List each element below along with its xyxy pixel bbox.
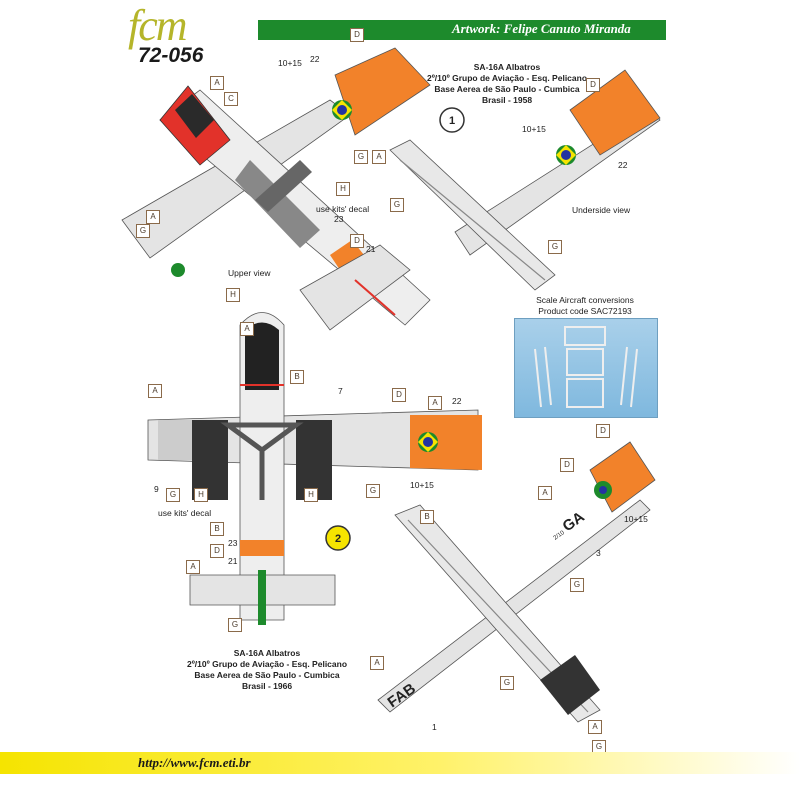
- scheme2-under-aircraft: [377, 441, 656, 723]
- callout-21: 21: [228, 556, 238, 566]
- callout-g: G: [354, 150, 368, 164]
- scheme1-caption-line3: Base Aerea de São Paulo - Cumbica: [434, 84, 580, 94]
- callout-a: A: [370, 656, 384, 670]
- callout-a: A: [148, 384, 162, 398]
- scheme1-caption-line4: Brasil - 1958: [481, 95, 533, 105]
- scheme2-caption-line3: Base Aerea de São Paulo - Cumbica: [194, 670, 340, 680]
- unit-marking: 2/10: [553, 530, 567, 542]
- callout-3: 3: [596, 548, 601, 558]
- scheme2-caption-line4: Brasil - 1966: [241, 681, 293, 691]
- callout-22: 22: [452, 396, 462, 406]
- underside-view-label: Underside view: [572, 205, 631, 215]
- ga-marking: GA: [560, 508, 588, 535]
- callout-a: A: [240, 322, 254, 336]
- conversion-text: Scale Aircraft conversions Product code …: [490, 295, 680, 317]
- scheme2-caption: SA-16A Albatros 2º/10º Grupo de Aviação …: [162, 648, 372, 692]
- callout-a: A: [146, 210, 160, 224]
- callout-g: G: [366, 484, 380, 498]
- callout-22: 22: [310, 54, 320, 64]
- callout-a: A: [210, 76, 224, 90]
- conversion-line2: Product code SAC72193: [538, 306, 632, 316]
- brand-logo: fcm: [128, 1, 188, 50]
- callout-10-15: 10+15: [522, 124, 546, 134]
- scheme1-number: 1: [449, 115, 455, 127]
- callout-g: G: [570, 578, 584, 592]
- scheme1-upper-aircraft: [121, 47, 431, 331]
- conversion-parts-drawing: [534, 326, 638, 408]
- callout-21: 21: [366, 244, 376, 254]
- callout-g: G: [136, 224, 150, 238]
- callout-b: B: [290, 370, 304, 384]
- callout-d: D: [350, 28, 364, 42]
- callout-23: 23: [334, 214, 344, 224]
- callout-b: B: [420, 510, 434, 524]
- artwork-label: Artwork:: [452, 21, 501, 36]
- callout-10-15: 10+15: [410, 480, 434, 490]
- scheme1-caption-line2: 2º/10º Grupo de Aviação - Esq. Pelicano: [426, 73, 588, 83]
- callout-a: A: [428, 396, 442, 410]
- callout-a: A: [372, 150, 386, 164]
- callout-d: D: [392, 388, 406, 402]
- scheme2-upper-aircraft: [147, 312, 482, 625]
- callout-h: H: [336, 182, 350, 196]
- callout-d: D: [350, 234, 364, 248]
- scheme1-under-aircraft: [389, 69, 661, 291]
- upper-view-label: Upper view: [228, 268, 271, 278]
- callout-g: G: [166, 488, 180, 502]
- callout-22: 22: [618, 160, 628, 170]
- callout-g: G: [500, 676, 514, 690]
- callout-d: D: [586, 78, 600, 92]
- callout-d: D: [596, 424, 610, 438]
- scheme2-kits-note: use kits' decal: [158, 508, 212, 518]
- callout-10-15: 10+15: [624, 514, 648, 524]
- callout-23: 23: [228, 538, 238, 548]
- artwork-credit: Artwork: Felipe Canuto Miranda: [452, 21, 631, 37]
- callout-d: D: [560, 458, 574, 472]
- callout-d: D: [210, 544, 224, 558]
- conversion-line1: Scale Aircraft conversions: [536, 295, 634, 305]
- scheme2-caption-line1: SA-16A Albatros: [233, 648, 301, 658]
- footer-bar: [0, 752, 800, 774]
- callout-b: B: [210, 522, 224, 536]
- callout-c: C: [224, 92, 238, 106]
- callout-g: G: [228, 618, 242, 632]
- callout-g: G: [390, 198, 404, 212]
- callout-1: 1: [432, 722, 437, 732]
- callout-10-15: 10+15: [278, 58, 302, 68]
- callout-h: H: [226, 288, 240, 302]
- product-code: 72-056: [138, 44, 204, 67]
- scheme1-kits-note: use kits' decal: [316, 204, 370, 214]
- scheme1-caption: SA-16A Albatros 2º/10º Grupo de Aviação …: [402, 62, 612, 106]
- scheme2-number: 2: [335, 533, 341, 545]
- scheme1-caption-line1: SA-16A Albatros: [473, 62, 541, 72]
- callout-a: A: [186, 560, 200, 574]
- callout-g: G: [548, 240, 562, 254]
- callout-h: H: [194, 488, 208, 502]
- callout-g: G: [592, 740, 606, 754]
- callout-a: A: [538, 486, 552, 500]
- callout-a: A: [588, 720, 602, 734]
- artist-name: Felipe Canuto Miranda: [503, 21, 631, 36]
- callout-h: H: [304, 488, 318, 502]
- conversion-photo: [514, 318, 658, 418]
- callout-7: 7: [338, 386, 343, 396]
- website-link[interactable]: http://www.fcm.eti.br: [138, 755, 251, 770]
- callout-9: 9: [154, 484, 159, 494]
- scheme2-caption-line2: 2º/10º Grupo de Aviação - Esq. Pelicano: [186, 659, 348, 669]
